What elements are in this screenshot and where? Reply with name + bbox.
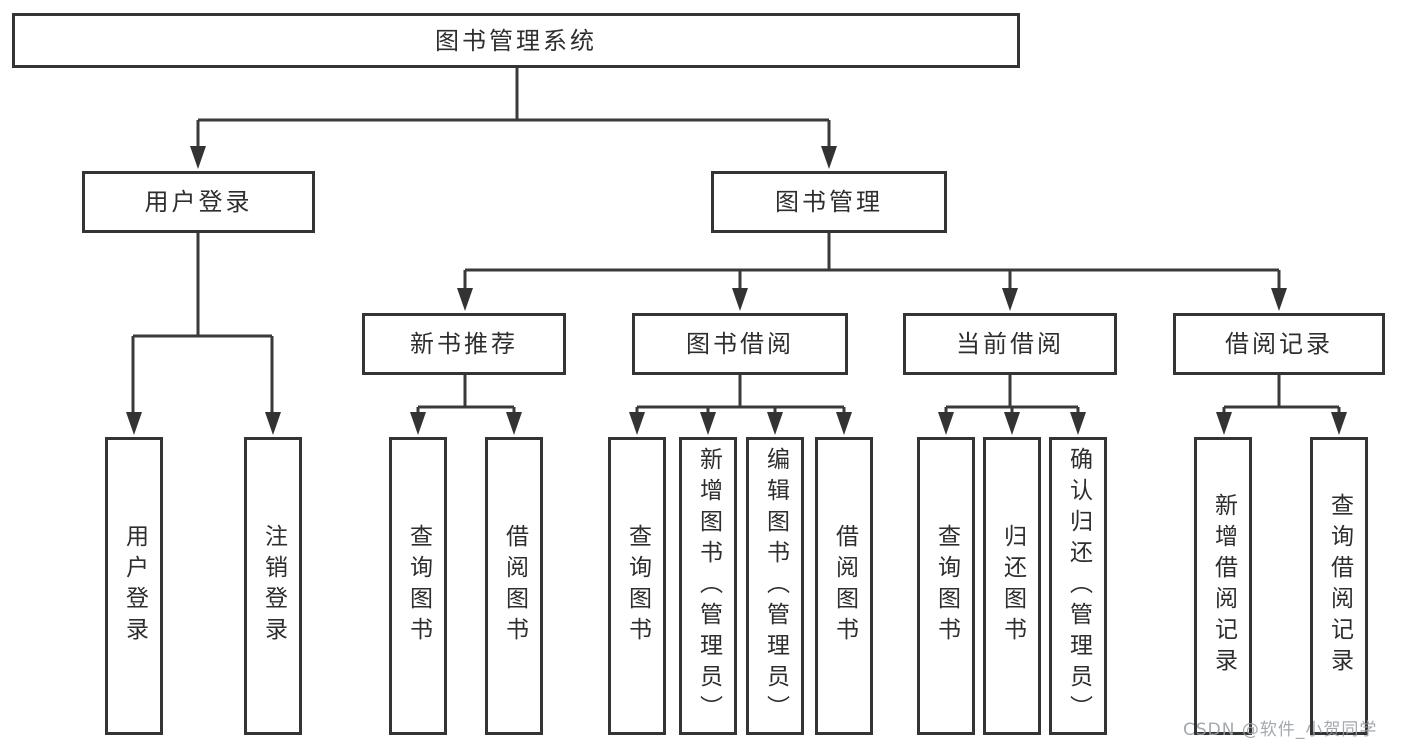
arrowheads [126,146,1347,435]
leaf-query-books-current-label: 查询图书 [933,524,960,648]
leaf-return-books-label: 归还图书 [999,524,1026,648]
node-current-borrowing: 当前借阅 [903,313,1117,375]
leaf-user-login: 用户登录 [105,437,163,735]
leaf-query-books-recommend: 查询图书 [389,437,447,735]
leaf-borrow-books-recommend-label: 借阅图书 [501,524,528,648]
leaf-return-books: 归还图书 [983,437,1041,735]
leaf-query-books-borrowing: 查询图书 [608,437,666,735]
leaf-query-borrow-record-label: 查询借阅记录 [1326,493,1353,679]
node-book-management: 图书管理 [711,171,947,233]
node-user-login-label: 用户登录 [144,188,253,216]
leaf-confirm-return-admin: 确认归还（管理员） [1049,437,1107,735]
leaf-logout: 注销登录 [244,437,302,735]
leaf-add-books-admin: 新增图书（管理员） [679,437,737,735]
node-new-book-recommend-label: 新书推荐 [410,330,518,358]
leaf-query-books-recommend-label: 查询图书 [405,524,432,648]
leaf-logout-label: 注销登录 [260,524,287,648]
leaf-add-borrow-record-label: 新增借阅记录 [1210,493,1237,679]
watermark: CSDN @软件_小贺同学 [1183,720,1378,740]
node-new-book-recommend: 新书推荐 [362,313,566,375]
leaf-user-login-label: 用户登录 [121,524,148,648]
leaf-borrow-books-borrowing-label: 借阅图书 [831,524,858,648]
node-book-management-label: 图书管理 [775,188,883,216]
leaf-add-borrow-record: 新增借阅记录 [1194,437,1252,735]
leaf-query-books-borrowing-label: 查询图书 [624,524,651,648]
node-borrowing-records-label: 借阅记录 [1225,330,1333,358]
leaf-confirm-return-admin-label: 确认归还（管理员） [1065,446,1092,726]
node-user-login: 用户登录 [82,171,315,233]
leaf-add-books-admin-label: 新增图书（管理员） [695,446,722,726]
tree-lines [131,68,1341,416]
leaf-edit-books-admin-label: 编辑图书（管理员） [762,446,789,726]
leaf-borrow-books-recommend: 借阅图书 [485,437,543,735]
leaf-query-books-current: 查询图书 [917,437,975,735]
node-borrowing-records: 借阅记录 [1173,313,1385,375]
node-root: 图书管理系统 [12,13,1020,68]
node-book-borrowing-label: 图书借阅 [686,330,794,358]
node-current-borrowing-label: 当前借阅 [956,330,1064,358]
node-book-borrowing: 图书借阅 [632,313,848,375]
node-root-label: 图书管理系统 [435,26,597,55]
leaf-edit-books-admin: 编辑图书（管理员） [746,437,804,735]
leaf-query-borrow-record: 查询借阅记录 [1310,437,1368,735]
leaf-borrow-books-borrowing: 借阅图书 [815,437,873,735]
